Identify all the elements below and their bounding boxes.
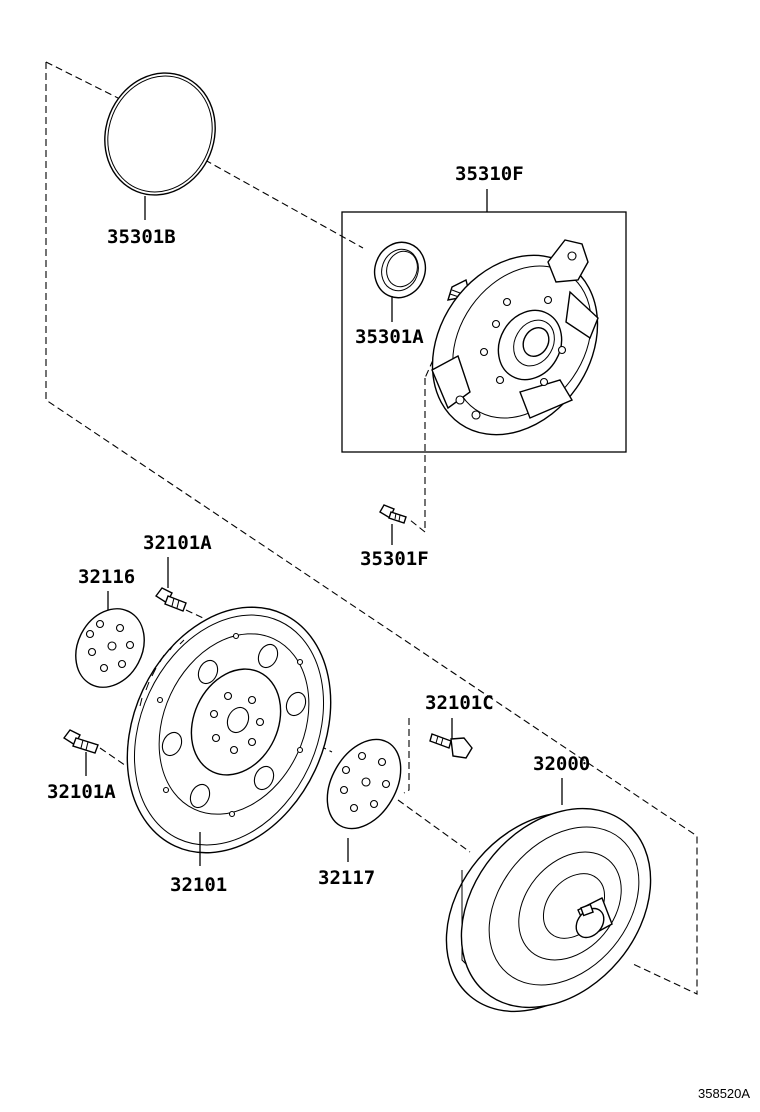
part-label-32101c[interactable]: 32101C xyxy=(425,692,494,714)
o-ring-35301b[interactable] xyxy=(87,56,234,211)
pump-assembly-box xyxy=(341,211,627,453)
bolt-32101a-left[interactable] xyxy=(62,729,99,754)
part-label-32116[interactable]: 32116 xyxy=(78,566,135,588)
spacer-plate-32117[interactable] xyxy=(312,726,415,841)
drive-plate-32101[interactable] xyxy=(89,574,369,886)
bolt-35301f[interactable] xyxy=(379,504,407,524)
bolt-32101c[interactable] xyxy=(429,733,473,759)
part-label-32101a-left[interactable]: 32101A xyxy=(47,781,116,803)
torque-converter-32000[interactable] xyxy=(407,771,689,1049)
oil-seal-35301a[interactable] xyxy=(367,235,433,305)
part-label-35301f[interactable]: 35301F xyxy=(360,548,429,570)
part-label-32117[interactable]: 32117 xyxy=(318,867,375,889)
part-label-32101[interactable]: 32101 xyxy=(170,874,227,896)
part-label-35310f[interactable]: 35310F xyxy=(455,163,524,185)
part-label-32000[interactable]: 32000 xyxy=(533,753,590,775)
bolt-32101a-top[interactable] xyxy=(154,587,187,612)
part-label-35301a[interactable]: 35301A xyxy=(355,326,424,348)
spacer-plate-32116[interactable] xyxy=(62,597,157,699)
part-label-32101a-top[interactable]: 32101A xyxy=(143,532,212,554)
oil-pump-body[interactable] xyxy=(399,223,632,466)
part-label-35301b[interactable]: 35301B xyxy=(107,226,176,248)
reference-code: 358520A xyxy=(698,1086,750,1101)
